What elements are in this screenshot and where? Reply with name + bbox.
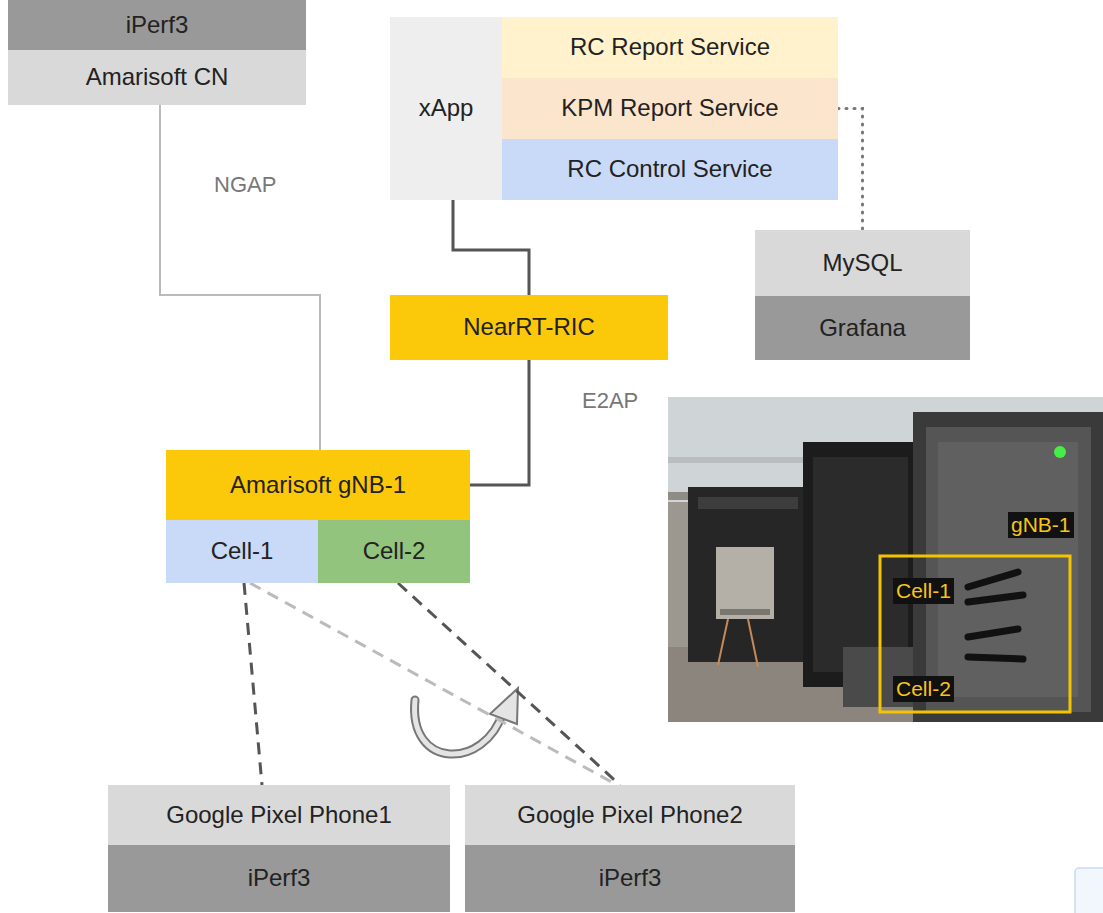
xapp-box: xApp RC Report ServiceKPM Report ServiceR… [390, 17, 838, 200]
handover-arrowhead [490, 688, 518, 724]
node-text: iPerf3 [248, 864, 311, 893]
service-band: RC Report Service [502, 17, 838, 78]
photo-tag: gNB-1 [1008, 512, 1074, 538]
connector [470, 360, 529, 485]
service-band: KPM Report Service [502, 78, 838, 139]
photo-tag: Cell-2 [893, 676, 954, 702]
connector [244, 583, 262, 785]
phone-box: Google Pixel Phone1 [108, 785, 450, 845]
node-text: KPM Report Service [561, 94, 778, 123]
handover-arrow-fill [415, 700, 503, 754]
node-text: Grafana [819, 314, 906, 343]
node-text: MySQL [822, 249, 902, 278]
node-text: Amarisoft CN [86, 63, 229, 92]
database-box: MySQL [755, 230, 970, 296]
node-text: NearRT-RIC [463, 313, 595, 342]
node-text: Google Pixel Phone1 [166, 801, 392, 830]
dashboard-box: Grafana [755, 296, 970, 360]
node-text: iPerf3 [126, 11, 189, 40]
node-text: Google Pixel Phone2 [517, 801, 743, 830]
cell-box: Cell-2 [318, 520, 470, 583]
cell-box: Cell-1 [166, 520, 318, 583]
connector [453, 200, 529, 295]
node-text: iPerf3 [599, 864, 662, 893]
app-box: iPerf3 [465, 845, 795, 912]
app-box: iPerf3 [8, 0, 306, 50]
ric-box: NearRT-RIC [390, 295, 668, 360]
cropped-panel [1075, 868, 1103, 913]
connector [398, 583, 620, 785]
photo-tag: Cell-1 [893, 578, 954, 604]
node-text: Amarisoft gNB-1 [230, 471, 406, 500]
node-text: Cell-2 [363, 537, 426, 566]
phone-box: Google Pixel Phone2 [465, 785, 795, 845]
app-box: iPerf3 [108, 845, 450, 912]
core-network-box: Amarisoft CN [8, 50, 306, 105]
node-text: RC Report Service [570, 33, 770, 62]
node-text: RC Control Service [567, 155, 772, 184]
interface-label: NGAP [212, 172, 278, 198]
node-text: Cell-1 [211, 537, 274, 566]
service-band: RC Control Service [502, 139, 838, 200]
handover-arrow [415, 700, 503, 754]
interface-label: E2AP [580, 388, 640, 414]
node-text: xApp [390, 17, 502, 200]
connector [838, 109, 863, 231]
gnb-box: Amarisoft gNB-1 [166, 450, 470, 520]
connector [160, 105, 320, 450]
